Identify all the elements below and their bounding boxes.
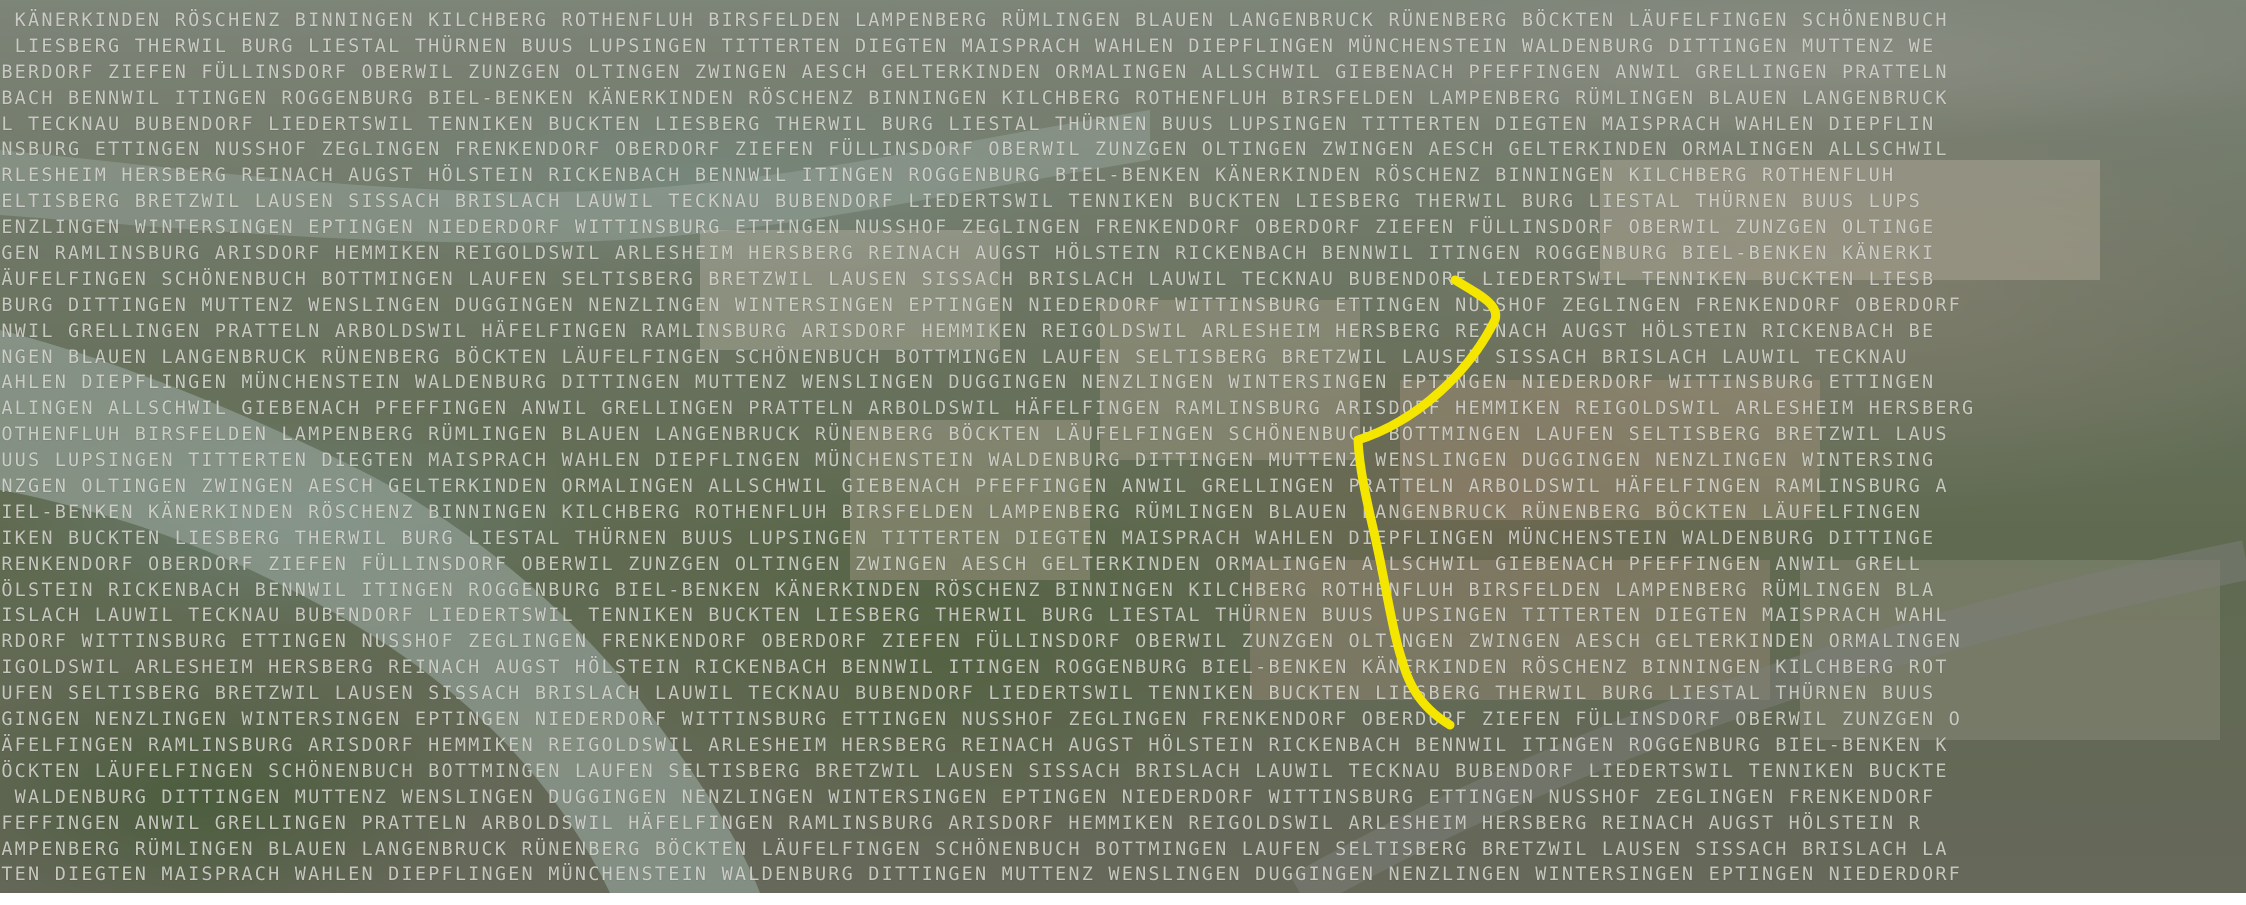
overlay-line: N WALDENBURG DITTINGEN MUTTENZ WENSLINGE… — [0, 786, 1936, 808]
overlay-line: ARLESHEIM HERSBERG REINACH AUGST HÖLSTEI… — [0, 165, 1896, 187]
overlay-line: NBURG DITTINGEN MUTTENZ WENSLINGEN DUGGI… — [0, 294, 1963, 316]
overlay-line: NIKEN BUCKTEN LIESBERG THERWIL BURG LIES… — [0, 527, 1936, 549]
overlay-line: RISLACH LAUWIL TECKNAU BUBENDORF LIEDERT… — [0, 605, 1949, 627]
overlay-line: IL TECKNAU BUBENDORF LIEDERTSWIL TENNIKE… — [0, 113, 1936, 135]
overlay-line: EIGOLDSWIL ARLESHEIM HERSBERG REINACH AU… — [0, 657, 1949, 679]
overlay-line: ROTHENFLUH BIRSFELDEN LAMPENBERG RÜMLING… — [0, 424, 1949, 446]
overlay-line: MALINGEN ALLSCHWIL GIEBENACH PFEFFINGEN … — [0, 398, 1976, 420]
overlay-line: HÖLSTEIN RICKENBACH BENNWIL ITINGEN ROGG… — [0, 579, 1936, 601]
overlay-line: INSBURG ETTINGEN NUSSHOF ZEGLINGEN FRENK… — [0, 139, 1949, 161]
overlay-line: NGEN RAMLINSBURG ARISDORF HEMMIKEN REIGO… — [0, 243, 1936, 265]
overlay-line: INGEN BLAUEN LANGENBRUCK RÜNENBERG BÖCKT… — [0, 346, 1909, 368]
overlay-line: OBERDORF ZIEFEN FÜLLINSDORF OBERWIL ZUNZ… — [0, 61, 1949, 83]
overlay-line: N KÄNERKINDEN RÖSCHENZ BINNINGEN KILCHBE… — [0, 10, 1949, 31]
route-line — [1353, 275, 1501, 730]
overlay-line: FRENKENDORF OBERDORF ZIEFEN FÜLLINSDORF … — [0, 553, 1923, 575]
overlay-line: ERDORF WITTINSBURG ETTINGEN NUSSHOF ZEGL… — [0, 631, 1963, 653]
overlay-line: LÄUFELFINGEN SCHÖNENBUCH BOTTMINGEN LAUF… — [0, 268, 1936, 290]
overlay-line: HÄFELFINGEN RAMLINSBURG ARISDORF HEMMIKE… — [0, 734, 1949, 756]
overlay-line: PFEFFINGEN ANWIL GRELLINGEN PRATTELN ARB… — [0, 812, 1923, 834]
overlay-line: N LIESBERG THERWIL BURG LIESTAL THÜRNEN … — [0, 35, 1936, 57]
overlay-line: NBACH BENNWIL ITINGEN ROGGENBURG BIEL-BE… — [0, 87, 1949, 109]
municipality-names-overlay: N KÄNERKINDEN RÖSCHENZ BINNINGEN KILCHBE… — [0, 8, 2246, 888]
overlay-line: BUUS LUPSINGEN TITTERTEN DIEGTEN MAISPRA… — [0, 450, 1936, 472]
overlay-line: GGINGEN NENZLINGEN WINTERSINGEN EPTINGEN… — [0, 709, 1963, 731]
overlay-line: BÖCKTEN LÄUFELFINGEN SCHÖNENBUCH BOTTMIN… — [0, 760, 1949, 782]
overlay-line: NENZLINGEN WINTERSINGEN EPTINGEN NIEDERD… — [0, 217, 1936, 239]
overlay-line: AUFEN SELTISBERG BRETZWIL LAUSEN SISSACH… — [0, 683, 1936, 705]
overlay-line: BIEL-BENKEN KÄNERKINDEN RÖSCHENZ BINNING… — [0, 501, 1923, 523]
overlay-line: SELTISBERG BRETZWIL LAUSEN SISSACH BRISL… — [0, 191, 1923, 213]
overlay-line: ANWIL GRELLINGEN PRATTELN ARBOLDSWIL HÄF… — [0, 320, 1936, 342]
overlay-line: LAMPENBERG RÜMLINGEN BLAUEN LANGENBRUCK … — [0, 838, 1949, 860]
overlay-line: UNZGEN OLTINGEN ZWINGEN AESCH GELTERKIND… — [0, 476, 1949, 498]
overlay-line: RTEN DIEGTEN MAISPRACH WAHLEN DIEPFLINGE… — [0, 864, 1963, 886]
